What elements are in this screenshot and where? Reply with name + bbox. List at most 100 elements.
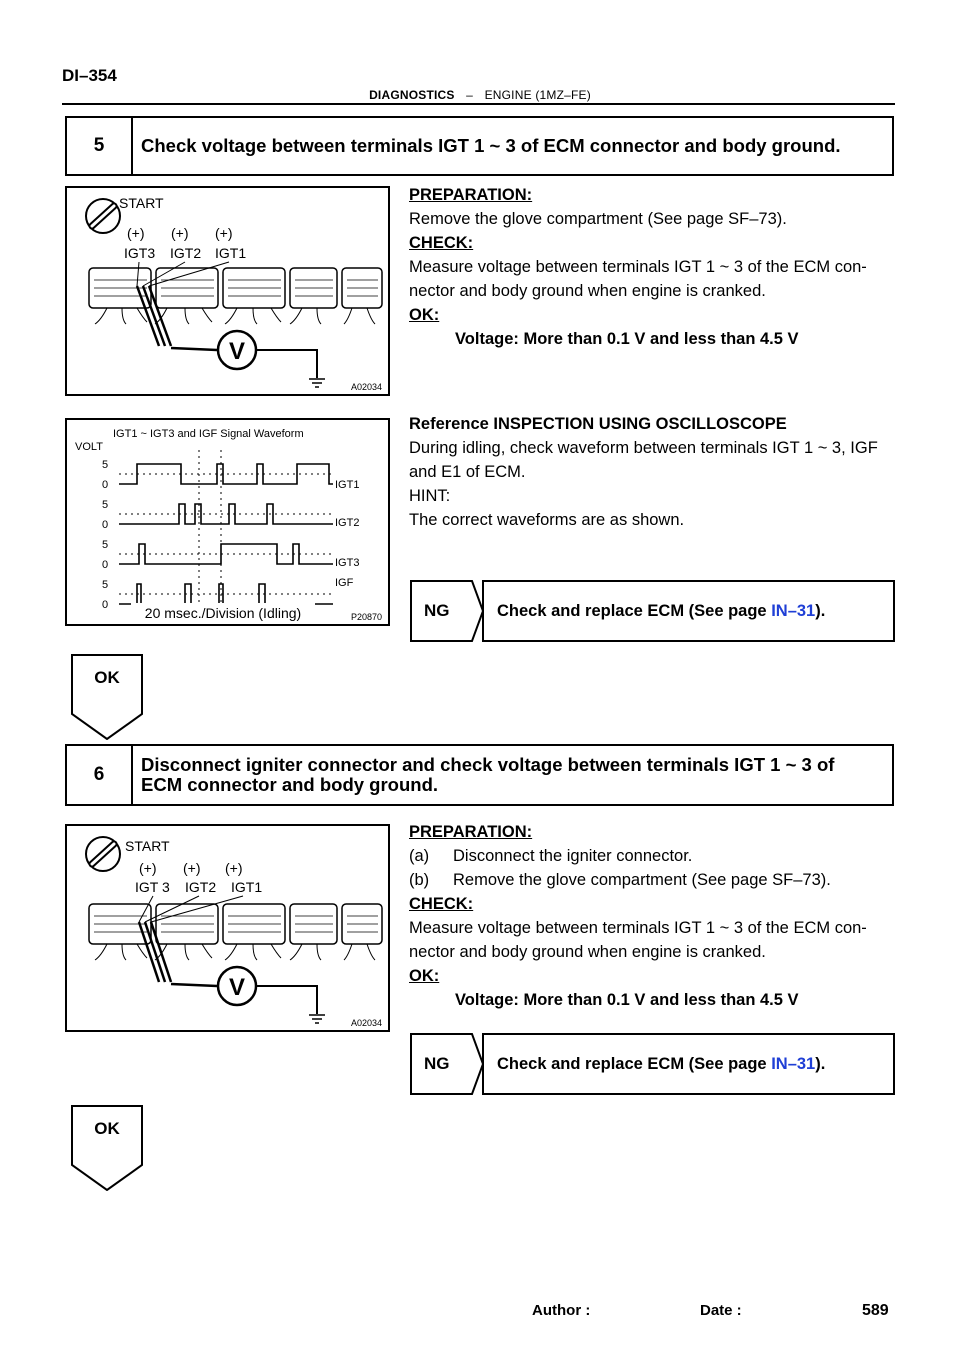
check-label: CHECK: <box>409 895 474 913</box>
y-tick: 5 <box>102 499 108 511</box>
item-tag: (a) <box>409 847 430 865</box>
connector-pins <box>94 915 378 933</box>
terminal-label: IGT2 <box>170 245 201 261</box>
ng-action: Check and replace ECM (See page IN–31). <box>497 1033 825 1095</box>
probe-leads <box>135 285 173 347</box>
step-5-box: 5 Check voltage between terminals IGT 1 … <box>65 116 894 176</box>
section-separator: – <box>466 88 474 102</box>
service-wire-icon <box>85 198 121 234</box>
page-id: DI–354 <box>62 66 117 85</box>
voltmeter-icon: V <box>216 965 258 1007</box>
item-tag: (b) <box>409 871 430 889</box>
start-label: START <box>125 838 170 854</box>
y-tick: 0 <box>102 599 108 611</box>
terminal-pointers <box>136 261 230 287</box>
waveform-figure: IGT1 ~ IGT3 and IGF Signal Waveform VOLT… <box>65 418 390 626</box>
y-tick: 0 <box>102 479 108 491</box>
preparation-text: Remove the glove compartment (See page S… <box>409 210 787 228</box>
preparation-item: (a)Disconnect the igniter connector. <box>409 844 899 868</box>
xlabel-backdrop <box>131 603 315 621</box>
plus-label: (+) <box>139 860 157 876</box>
ok-label: OK: <box>409 967 440 985</box>
ng-arrow-box <box>410 580 895 642</box>
ng-arrow-box <box>410 1033 895 1095</box>
oscilloscope-reference: Reference INSPECTION USING OSCILLOSCOPE … <box>409 412 899 532</box>
header-rule <box>62 103 895 105</box>
ok-arrow-shape <box>71 1105 143 1191</box>
step-number: 5 <box>67 118 133 174</box>
page-link[interactable]: IN–31 <box>771 1055 816 1073</box>
ng-result-step6[interactable]: NG Check and replace ECM (See page IN–31… <box>410 1033 895 1095</box>
probe-lead <box>170 982 218 988</box>
preparation-item: (b) Remove the glove compartment (See pag… <box>409 868 899 892</box>
preparation-label: PREPARATION: <box>409 186 533 204</box>
terminal-label: IGT2 <box>185 879 216 895</box>
terminal-label: IGT3 <box>124 245 155 261</box>
voltmeter-icon: V <box>216 329 258 371</box>
y-tick: 5 <box>102 459 108 471</box>
date-label: Date : <box>700 1302 742 1319</box>
probe-leads <box>137 921 173 983</box>
figure-code: P20870 <box>350 612 382 622</box>
signal-label: IGF <box>335 577 354 589</box>
y-tick: 5 <box>102 539 108 551</box>
ok-label: OK: <box>409 306 440 324</box>
step-6-instructions: PREPARATION: (a)Disconnect the igniter c… <box>409 820 899 1012</box>
check-text: Measure voltage between terminals IGT 1 … <box>409 919 867 961</box>
ground-icon <box>309 378 325 388</box>
plus-label: (+) <box>171 225 189 241</box>
plus-label: (+) <box>225 860 243 876</box>
author-label: Author : <box>532 1302 591 1319</box>
figure-code: A02034 <box>350 1018 382 1028</box>
ng-action-end: ). <box>815 602 826 620</box>
y-tick: 0 <box>102 519 108 531</box>
ok-flow-step5: OK <box>71 654 143 740</box>
ok-label: OK <box>94 1119 120 1138</box>
connector-diagram: START (+) (+) (+) IGT 3 IGT2 IGT1 <box>85 836 383 1024</box>
service-wire-icon <box>85 836 121 872</box>
meter-label: V <box>229 974 245 1001</box>
ok-arrow-shape <box>71 654 143 740</box>
check-text: Measure voltage between terminals IGT 1 … <box>409 258 867 300</box>
signal-label: IGT3 <box>335 557 359 569</box>
terminal-label: IGT 3 <box>135 879 170 895</box>
reference-text: During idling, check waveform between te… <box>409 439 878 481</box>
section-title: DIAGNOSTICS – ENGINE (1MZ–FE) <box>0 88 960 102</box>
signal-label: IGT2 <box>335 517 359 529</box>
start-label: START <box>119 195 164 211</box>
subsection-name: ENGINE (1MZ–FE) <box>484 88 591 102</box>
ng-action: Check and replace ECM (See page IN–31). <box>497 580 825 642</box>
ok-spec: Voltage: More than 0.1 V and less than 4… <box>455 330 799 348</box>
ground-lead <box>256 349 318 378</box>
harness-wires <box>94 943 376 961</box>
ng-action-end: ). <box>815 1055 826 1073</box>
harness-wires <box>94 307 376 325</box>
connector-figure-1: START (+) (+) (+) IGT3 IGT2 IGT1 <box>65 186 390 396</box>
ng-result-step5[interactable]: NG Check and replace ECM (See page IN–31… <box>410 580 895 642</box>
waveform-gridlines <box>119 450 333 610</box>
figure-code: A02034 <box>350 382 382 392</box>
ok-spec: Voltage: More than 0.1 V and less than 4… <box>455 991 799 1009</box>
step-title-line: ECM connector and body ground. <box>141 774 439 795</box>
plus-label: (+) <box>127 225 145 241</box>
ground-lead <box>256 985 318 1014</box>
preparation-label: PREPARATION: <box>409 823 533 841</box>
trace-igt3 <box>119 543 333 565</box>
signal-labels: IGT1 IGT2 IGT3 IGF <box>335 479 359 589</box>
hint-label: HINT: <box>409 487 451 505</box>
y-ticks: 5 0 5 0 5 0 5 0 <box>102 459 108 611</box>
time-division-label: 20 msec./Division (Idling) <box>145 605 301 621</box>
ng-label: NG <box>424 601 450 620</box>
step-title: Check voltage between terminals IGT 1 ~ … <box>141 135 841 156</box>
oscilloscope-waveform: IGT1 ~ IGT3 and IGF Signal Waveform VOLT… <box>75 428 359 621</box>
ok-flow-step6: OK <box>71 1105 143 1191</box>
terminal-label: IGT1 <box>215 245 246 261</box>
step-5-instructions: PREPARATION: Remove the glove compartmen… <box>409 183 899 351</box>
page-link[interactable]: IN–31 <box>771 602 816 620</box>
ng-label: NG <box>424 1054 450 1073</box>
terminal-pointers <box>138 895 244 923</box>
item-text: Remove the glove compartment (See page S… <box>453 871 831 889</box>
meter-label: V <box>229 338 245 365</box>
ng-action-text: Check and replace ECM (See page <box>497 1055 772 1073</box>
terminal-label: IGT1 <box>231 879 262 895</box>
